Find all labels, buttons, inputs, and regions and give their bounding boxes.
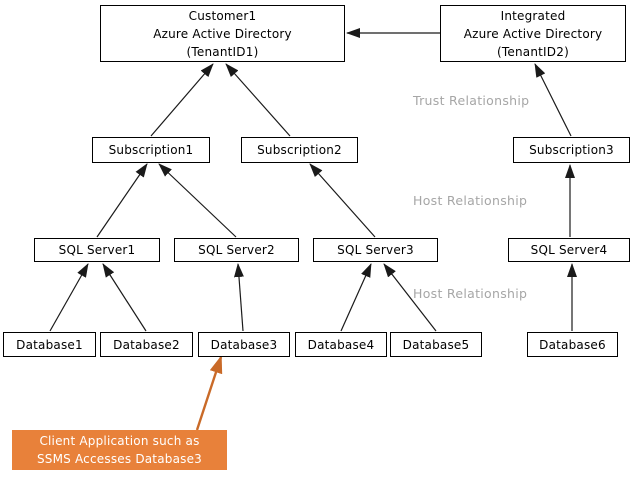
integrated-tenant-name: Integrated [500, 8, 566, 23]
integrated-tenant-directory: Azure Active Directory [463, 26, 603, 41]
node-customer-tenant: Customer1 Azure Active Directory (Tenant… [100, 5, 345, 62]
node-subscription3: Subscription3 [513, 137, 630, 163]
edge-subscription1-to-customer-tenant [150, 63, 214, 137]
edge-sqlserver1-to-subscription1 [96, 163, 148, 238]
node-database4: Database4 [295, 332, 387, 357]
client-note-line1: Client Application such as [39, 434, 200, 448]
node-subscription1: Subscription1 [92, 137, 210, 163]
node-database2: Database2 [100, 332, 193, 357]
node-sql-server4: SQL Server4 [508, 238, 630, 262]
customer-tenant-id: (TenantID1) [186, 44, 259, 59]
customer-tenant-directory: Azure Active Directory [153, 26, 292, 41]
label-trust-relationship: Trust Relationship [413, 93, 530, 108]
node-sql-server1: SQL Server1 [34, 238, 160, 262]
node-integrated-tenant: Integrated Azure Active Directory (Tenan… [440, 5, 626, 62]
node-subscription2: Subscription2 [241, 137, 358, 163]
integrated-tenant-id: (TenantID2) [497, 44, 569, 59]
node-database5: Database5 [390, 332, 482, 357]
node-sql-server3: SQL Server3 [313, 238, 438, 262]
edge-database2-to-sqlserver1 [102, 263, 147, 332]
node-database1: Database1 [3, 332, 96, 357]
node-database6: Database6 [527, 332, 618, 357]
edge-client-note-to-database3 [195, 355, 223, 431]
label-host-relationship-upper: Host Relationship [413, 193, 528, 208]
edge-database4-to-sqlserver3 [340, 263, 372, 332]
node-sql-server2: SQL Server2 [174, 238, 299, 262]
client-note-line2: SSMS Accesses Database3 [36, 452, 203, 466]
edge-database3-to-sqlserver2 [233, 263, 244, 332]
edge-database1-to-sqlserver1 [49, 263, 89, 332]
edge-sqlserver2-to-subscription1 [158, 163, 237, 238]
node-database3: Database3 [198, 332, 290, 357]
edge-subscription3-to-integrated-tenant [534, 63, 572, 137]
label-host-relationship-lower: Host Relationship [413, 286, 528, 301]
edge-sqlserver3-to-subscription2 [309, 163, 376, 238]
edge-subscription2-to-customer-tenant [225, 63, 291, 137]
customer-tenant-name: Customer1 [188, 8, 257, 23]
client-note-box: Client Application such as SSMS Accesses… [12, 430, 227, 470]
